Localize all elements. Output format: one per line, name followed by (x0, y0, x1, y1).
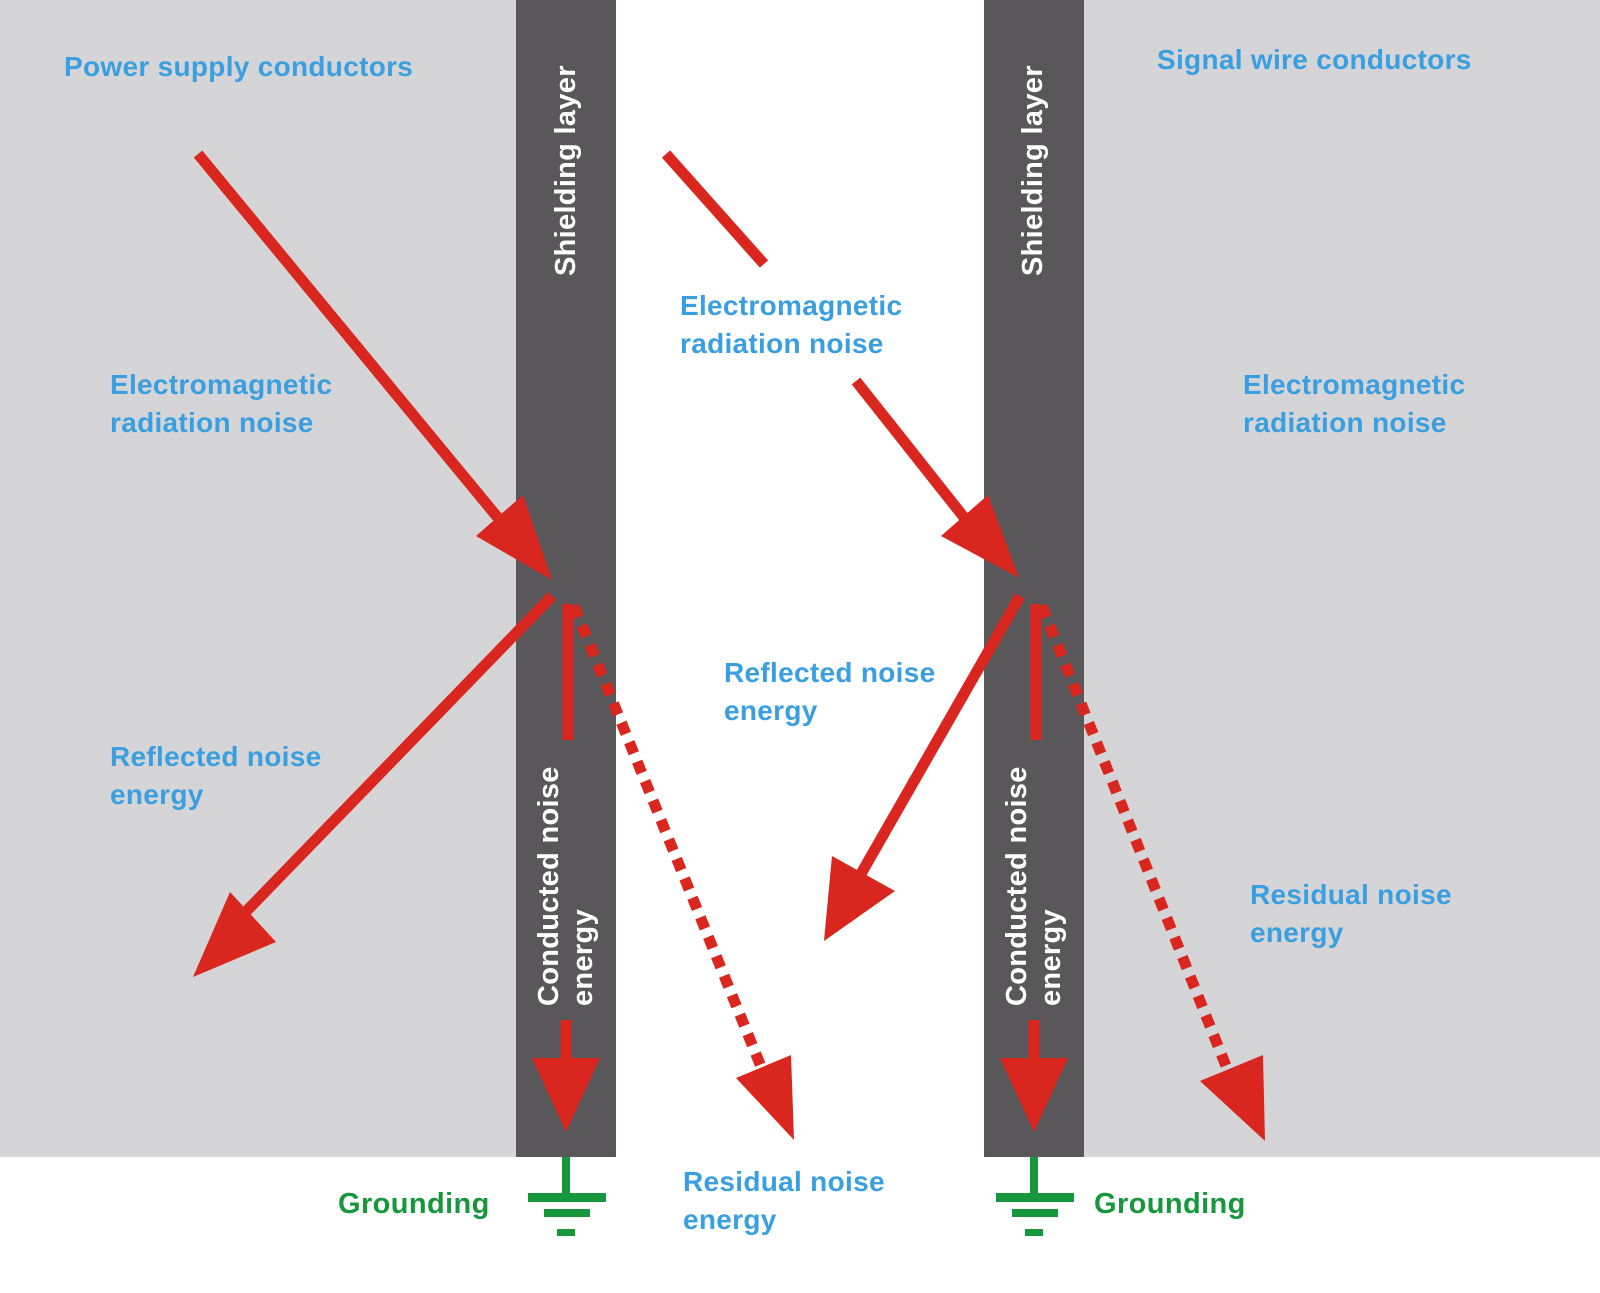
right-residual-label: Residual noise energy (1250, 876, 1452, 952)
right-conducted-arrow-icon (1000, 604, 1068, 1132)
right-residual-arrow-icon (1036, 603, 1265, 1141)
middle-em-noise-line1: Electromagnetic (680, 290, 903, 321)
left-reflected-line1: Reflected noise (110, 741, 322, 772)
left-shielding-layer (516, 0, 616, 1157)
left-reflected-arrow-icon (193, 592, 556, 977)
right-em-noise-line2: radiation noise (1243, 407, 1447, 438)
left-conducted-line1: Conducted noise (533, 766, 565, 1006)
left-grounding-label: Grounding (338, 1188, 490, 1220)
right-conducted-line2: energy (1035, 909, 1067, 1006)
right-reflected-arrow-icon (824, 593, 1025, 941)
right-em-arrow-icon (661, 150, 1019, 578)
signal-wire-title: Signal wire conductors (1157, 44, 1472, 75)
middle-em-noise-label: Electromagnetic radiation noise (680, 287, 902, 363)
middle-em-noise-line2: radiation noise (680, 328, 884, 359)
right-shielding-label: Shielding layer (1017, 65, 1049, 276)
left-ground-symbol-icon (528, 1157, 606, 1236)
left-conducted-line2: energy (567, 909, 599, 1006)
right-shielding-layer (984, 0, 1084, 1157)
middle-reflected-line2: energy (724, 695, 818, 726)
middle-residual-label: Residual noise energy (683, 1163, 885, 1239)
left-conducted-label: Conducted noise energy (532, 766, 600, 1006)
right-ground-symbol-icon (996, 1157, 1074, 1236)
left-em-noise-line2: radiation noise (110, 407, 314, 438)
right-em-noise-line1: Electromagnetic (1243, 369, 1466, 400)
left-conducted-arrow-icon (532, 604, 600, 1132)
middle-reflected-label: Reflected noise energy (724, 654, 935, 730)
signal-wire-region (1084, 0, 1600, 1157)
left-residual-arrow-icon (568, 603, 794, 1140)
middle-residual-line1: Residual noise (683, 1166, 885, 1197)
left-em-arrow-icon (193, 150, 552, 580)
left-shielding-label: Shielding layer (550, 65, 582, 276)
right-conducted-label: Conducted noise energy (1000, 766, 1068, 1006)
right-em-noise-label: Electromagnetic radiation noise (1243, 366, 1465, 442)
right-residual-line2: energy (1250, 917, 1344, 948)
left-reflected-line2: energy (110, 779, 204, 810)
left-em-noise-line1: Electromagnetic (110, 369, 333, 400)
left-em-noise-label: Electromagnetic radiation noise (110, 366, 332, 442)
right-conducted-line1: Conducted noise (1001, 766, 1033, 1006)
power-supply-title: Power supply conductors (64, 51, 414, 82)
middle-reflected-line1: Reflected noise (724, 657, 936, 688)
power-supply-region (0, 0, 516, 1157)
right-residual-line1: Residual noise (1250, 879, 1452, 910)
right-grounding-label: Grounding (1094, 1188, 1246, 1220)
middle-residual-line2: energy (683, 1204, 777, 1235)
left-reflected-label: Reflected noise energy (110, 738, 321, 814)
